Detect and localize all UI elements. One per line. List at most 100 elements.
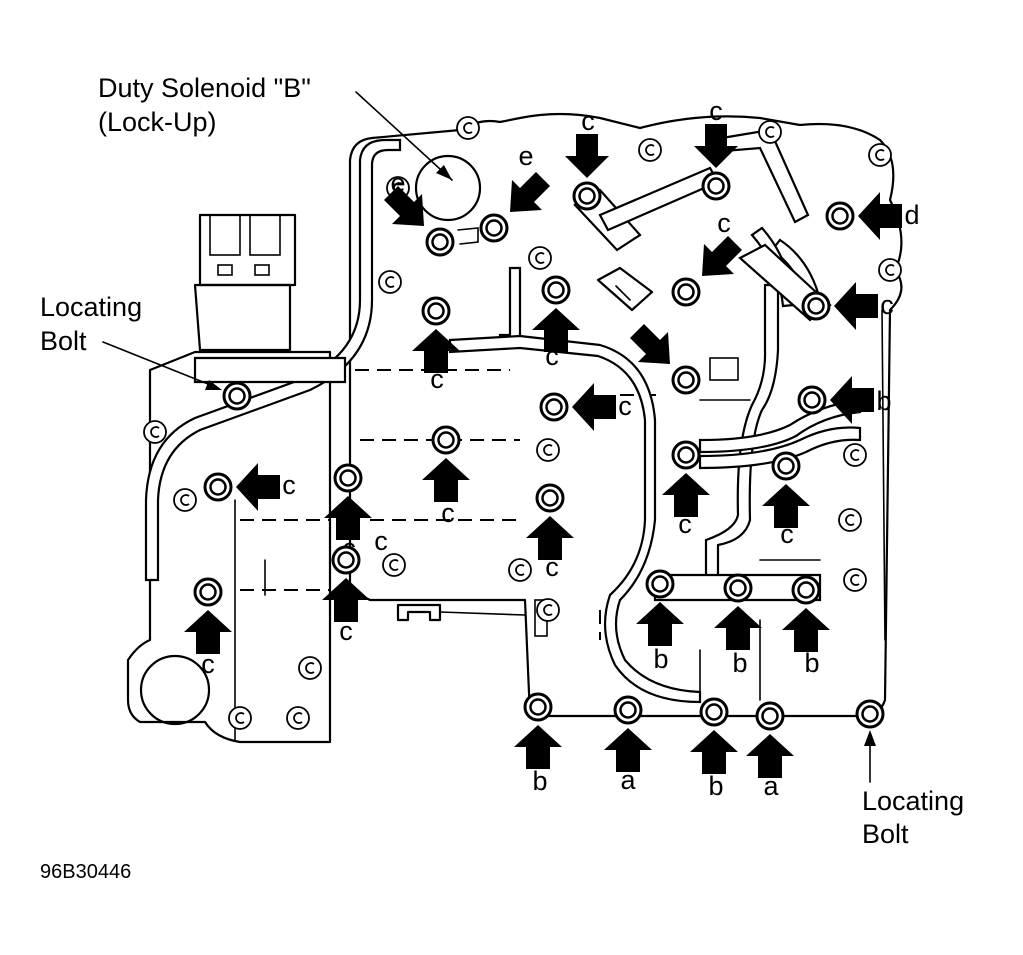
locating-bolt-left-leader-line: [102, 341, 219, 389]
fitting-mark: [528, 246, 552, 270]
bolt-callout-b17: c: [762, 451, 810, 549]
fitting-mark: [508, 558, 532, 582]
fitting-mark: [143, 420, 167, 444]
fitting-mark: [173, 488, 197, 512]
bolt-callout-b26: a: [604, 695, 652, 795]
pointer-arrow-b12: [830, 376, 874, 424]
locating-bolt-left-leader-arrowhead: [205, 380, 222, 390]
bolt-letter-b27: b: [708, 771, 723, 801]
pointer-arrow-b23: [714, 606, 762, 650]
bolt-callout-b28: a: [746, 701, 794, 801]
pointer-arrow-b11: [572, 383, 616, 431]
bolt-callout-b11: c: [539, 383, 632, 431]
bolt-b18: [535, 483, 565, 513]
bolt-b19: [331, 545, 361, 575]
bolt-letter-b18: c: [545, 552, 559, 582]
pointer-arrow-b19: [322, 578, 370, 622]
pointer-arrow-b15: [236, 463, 280, 511]
bolt-callout-b05: d: [825, 192, 920, 240]
bolt-callout-b15: c: [203, 463, 296, 511]
pointer-arrow-b14: [324, 496, 372, 540]
pointer-arrow-b21: [184, 610, 232, 654]
pointer-arrow-b24: [782, 608, 830, 652]
bolt-callout-b10: [630, 324, 701, 395]
figure-id: 96B30446: [40, 861, 131, 883]
locating-bolt-left-label-line1: Locating: [40, 292, 142, 322]
bolt-callout-b16: c: [662, 440, 710, 539]
bolt-callout-b25: b: [514, 692, 562, 796]
pointer-arrow-b07: [834, 282, 878, 330]
bolt-letter-b12: b: [876, 386, 891, 416]
bolt-callout-b01: e: [384, 168, 455, 257]
fitting-mark: [843, 568, 867, 592]
bolt-b24: [791, 575, 821, 605]
fitting-mark: [298, 656, 322, 680]
pointer-arrow-b09: [412, 329, 460, 373]
bolt-callout-b04: c: [694, 96, 738, 201]
locating-bolt-right-callout: Locating Bolt: [862, 730, 964, 849]
bolt-callout-b22: b: [636, 569, 684, 674]
bolt-letter-b24: b: [804, 648, 819, 678]
pointer-arrow-b27: [690, 730, 738, 774]
bolt-letter-b05: d: [904, 200, 919, 230]
bolt-callout-b13: c: [422, 425, 470, 528]
pointer-arrow-b18: [526, 516, 574, 560]
bolt-b06: [671, 277, 701, 307]
bolt-b16: [671, 440, 701, 470]
pointer-arrow-b01: [384, 186, 424, 226]
bolt-letter-b02: e: [518, 141, 533, 171]
bolt-layer: eeccdcccccbcccccccccbbbbaba: [184, 96, 920, 801]
fitting-mark: [758, 120, 782, 144]
bolt-letter-b16: c: [678, 509, 692, 539]
locating-bolt-right-leader-arrowhead: [864, 730, 876, 746]
locating-bolt-right-label-line2: Bolt: [862, 819, 909, 849]
bolt-callout-b12: b: [797, 376, 892, 424]
pointer-arrow-b25: [514, 725, 562, 769]
fitting-mark: [868, 143, 892, 167]
pointer-arrow-b22: [636, 602, 684, 646]
fitting-mark: [286, 706, 310, 730]
bolt-letter-b11: c: [618, 391, 632, 421]
bolt-letter-b08: c: [545, 341, 559, 371]
pointer-arrow-b08: [532, 308, 580, 352]
duty-solenoid-label-line1: Duty Solenoid "B": [98, 73, 311, 103]
bolt-callout-b27: b: [690, 697, 738, 801]
bolt-letter-b13: c: [441, 498, 455, 528]
bolt-callout-b14: c: [324, 463, 372, 563]
bolt-b14: [333, 463, 363, 493]
bolt-callout-b24: b: [782, 575, 830, 678]
fitting-mark: [456, 116, 480, 140]
bolt-letter-b20: c: [374, 526, 388, 556]
bolt-letter-b01: e: [390, 168, 405, 198]
bolt-callout-b19: c: [322, 545, 370, 646]
locating-bolt-right-label-line1: Locating: [862, 786, 964, 816]
bolt-letter-b03: c: [581, 106, 595, 136]
pointer-arrow-b28: [746, 734, 794, 778]
fitting-mark: [838, 508, 862, 532]
bolt-b13: [431, 425, 461, 455]
bolt-b02: [479, 213, 509, 243]
bolt-callout-b20: c: [374, 526, 388, 556]
fitting-mark: [843, 443, 867, 467]
bolt-b10: [671, 365, 701, 395]
bolt-letter-b09: c: [430, 364, 444, 394]
bolt-b12: [797, 385, 827, 415]
bolt-letter-b17: c: [780, 519, 794, 549]
pointer-arrow-b05: [858, 192, 902, 240]
bolt-letter-b21: c: [201, 649, 215, 679]
bolt-letter-b25: b: [532, 766, 547, 796]
bolt-letter-b22: b: [653, 644, 668, 674]
pointer-arrow-b02: [510, 172, 550, 212]
bolt-b04: [701, 171, 731, 201]
bolt-callout-b21: c: [184, 577, 232, 679]
bolt-b22: [645, 569, 675, 599]
bolt-letter-b04: c: [709, 96, 723, 126]
pointer-arrow-b03: [565, 134, 609, 178]
fitting-mark: [536, 438, 560, 462]
fitting-mark: [228, 706, 252, 730]
bolt-b09: [421, 296, 451, 326]
pointer-arrow-b16: [662, 473, 710, 517]
bolt-callout-b03: c: [565, 106, 609, 211]
bolt-letter-b06: c: [717, 208, 731, 238]
